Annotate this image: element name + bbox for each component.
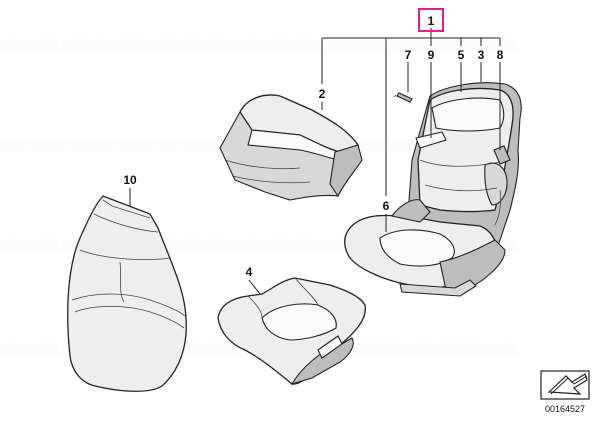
callout-4[interactable]: 4 xyxy=(246,265,253,279)
callout-3[interactable]: 3 xyxy=(478,48,485,62)
catalog-badge: 00164527 xyxy=(540,370,590,414)
catalog-number: 00164527 xyxy=(545,404,585,414)
seat-assembly xyxy=(344,82,522,297)
callout-7[interactable]: 7 xyxy=(405,48,412,62)
callout-6[interactable]: 6 xyxy=(383,199,390,213)
leader-lines xyxy=(129,28,501,295)
callout-labels: 1 2 3 4 5 6 7 8 9 10 xyxy=(123,14,503,279)
svg-text:▒▒▒▒▒▒▒▒▒▒▒▒▒▒▒▒▒▒▒▒▒▒▒▒▒▒▒▒▒▒: ▒▒▒▒▒▒▒▒▒▒▒▒▒▒▒▒▒▒▒▒▒▒▒▒▒▒▒▒▒▒▒▒▒▒▒▒▒▒▒▒… xyxy=(0,38,518,51)
callout-1-highlight xyxy=(418,8,444,32)
part-2-head-section xyxy=(219,94,363,201)
callout-10[interactable]: 10 xyxy=(123,173,137,187)
callout-1[interactable]: 1 xyxy=(428,14,435,28)
arrow-icon-shadow xyxy=(550,375,588,395)
part-4-seat-cushion xyxy=(217,277,366,385)
callout-9[interactable]: 9 xyxy=(428,48,435,62)
callout-2[interactable]: 2 xyxy=(319,87,326,101)
part-10-backrest-cover xyxy=(67,195,187,392)
callout-8[interactable]: 8 xyxy=(497,48,504,62)
callout-5[interactable]: 5 xyxy=(458,48,465,62)
